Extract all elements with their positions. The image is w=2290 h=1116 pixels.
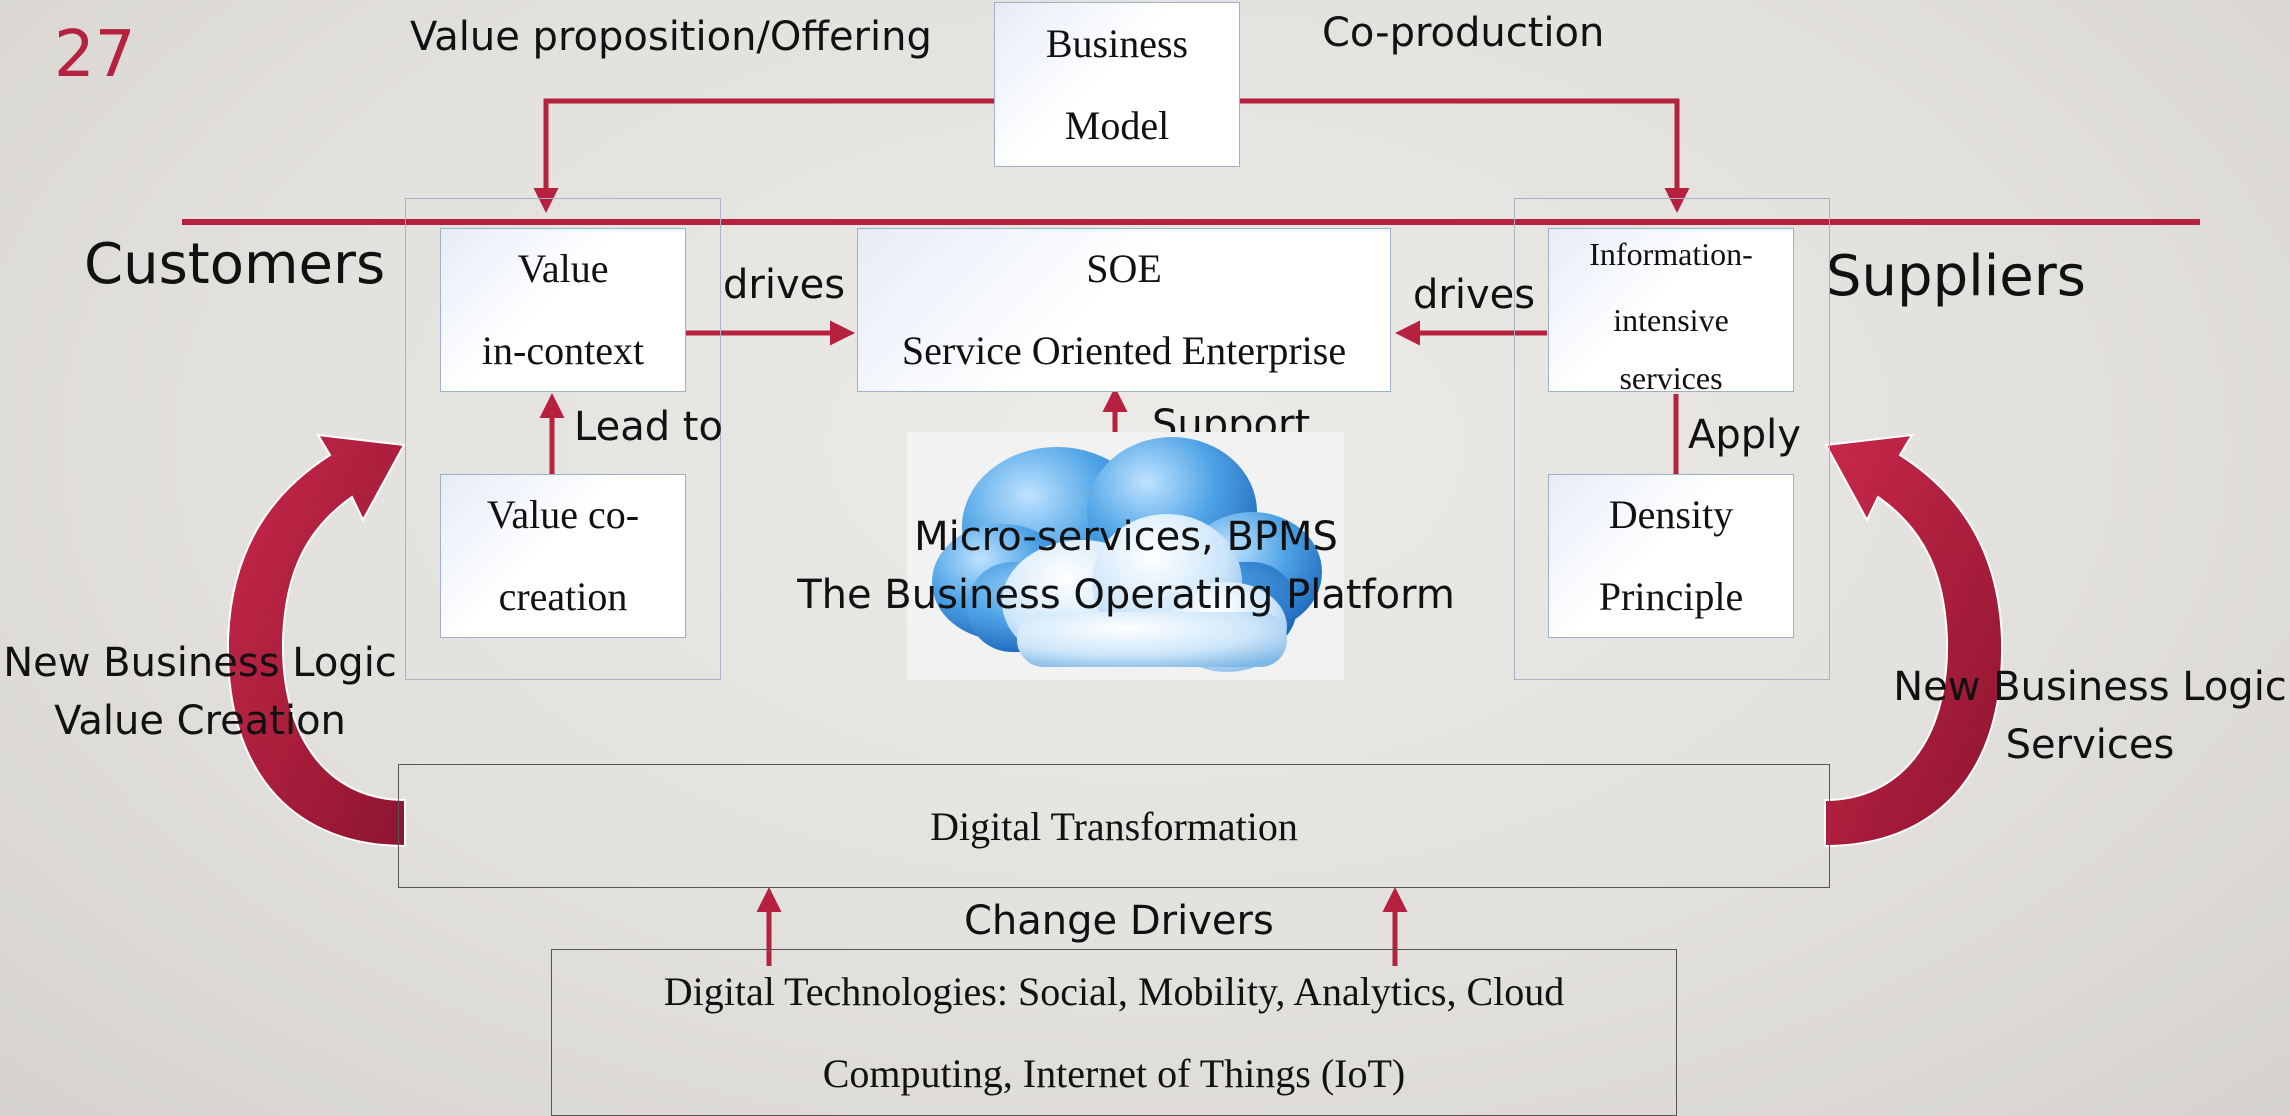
customer-frame — [405, 198, 721, 680]
info-services-line1: Information- — [1589, 236, 1753, 272]
value-proposition-label: Value proposition/Offering — [410, 14, 932, 60]
curved-arrow-right — [1824, 433, 2004, 848]
value-in-context-line2: in-context — [481, 328, 645, 373]
cloud-icon — [932, 437, 1322, 672]
lead-to-label: Lead to — [574, 404, 723, 450]
value-in-context-line1: Value — [517, 246, 609, 291]
change-drivers-label: Change Drivers — [964, 898, 1274, 944]
apply-label: Apply — [1688, 412, 1801, 458]
co-production-label: Co-production — [1322, 10, 1605, 56]
density-line1: Density — [1608, 492, 1734, 537]
customers-label: Customers — [84, 232, 386, 297]
info-services-line2: intensive — [1613, 302, 1729, 338]
digital-technologies-line2: Computing, Internet of Things (IoT) — [822, 1050, 1406, 1096]
arrow-bm-to-value — [533, 98, 994, 213]
soe-line1: SOE — [1086, 246, 1162, 291]
digital-transformation-box: Digital Transformation — [398, 764, 1830, 888]
value-in-context-box: Value in-context — [440, 228, 686, 392]
left-caption-line2: Value Creation — [54, 698, 346, 744]
platform-line1: Micro-services, BPMS — [914, 514, 1338, 560]
soe-line2: Service Oriented Enterprise — [901, 328, 1347, 373]
soe-box: SOE Service Oriented Enterprise — [857, 228, 1391, 392]
left-caption-line1: New Business Logic — [3, 640, 397, 686]
left-caption: New Business Logic Value Creation — [0, 634, 400, 750]
info-services-line3: services — [1619, 360, 1723, 392]
value-co-creation-line1: Value co- — [486, 492, 640, 537]
drives-left-label: drives — [723, 262, 846, 308]
curved-arrow-left — [226, 433, 406, 848]
density-principle-box: Density Principle — [1548, 474, 1794, 638]
slide-number: 27 — [54, 18, 136, 92]
business-model-line1: Business — [1045, 20, 1189, 66]
arrow-bm-to-info — [1240, 98, 1690, 213]
right-caption-line2: Services — [2005, 722, 2175, 768]
supplier-frame — [1514, 198, 1830, 680]
suppliers-label: Suppliers — [1826, 244, 2086, 309]
digital-technologies-box: Digital Technologies: Social, Mobility, … — [551, 949, 1677, 1116]
digital-transformation-label: Digital Transformation — [930, 803, 1298, 849]
cloud-image — [907, 432, 1344, 680]
business-model-box: Business Model — [994, 2, 1240, 167]
platform-line2: The Business Operating Platform — [797, 572, 1455, 618]
right-caption-line1: New Business Logic — [1893, 664, 2287, 710]
density-line2: Principle — [1598, 574, 1744, 619]
business-model-line2: Model — [1064, 102, 1170, 148]
value-co-creation-box: Value co- creation — [440, 474, 686, 638]
value-co-creation-line2: creation — [498, 574, 628, 619]
drives-right-label: drives — [1413, 272, 1536, 318]
right-caption: New Business Logic Services — [1890, 658, 2290, 774]
info-services-box: Information- intensive services — [1548, 228, 1794, 392]
digital-technologies-line1: Digital Technologies: Social, Mobility, … — [663, 968, 1565, 1014]
